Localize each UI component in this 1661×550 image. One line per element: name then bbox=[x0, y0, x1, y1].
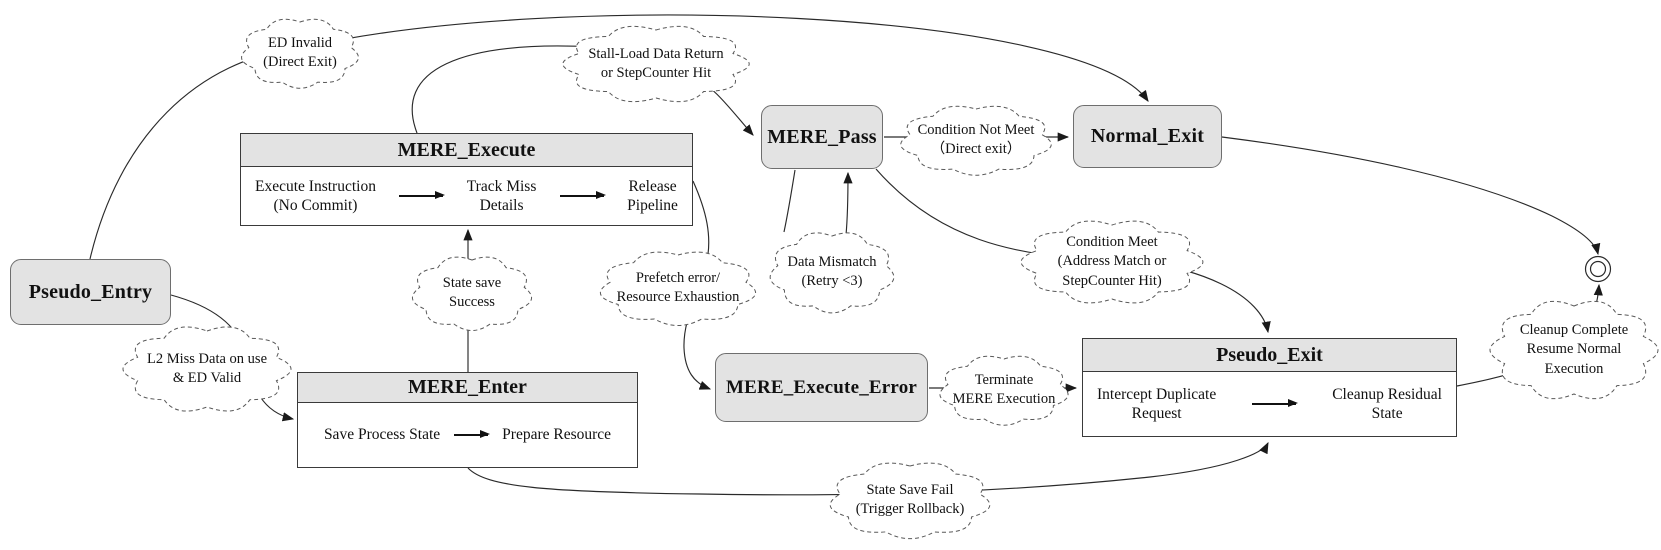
cloud-outline bbox=[829, 462, 991, 540]
cloud-condition-not-meet-label: Condition Not Meet （Direct exit） bbox=[917, 121, 1035, 157]
cloud-stall-load-label: Stall-Load Data Return or StepCounter Hi… bbox=[588, 45, 724, 81]
step-execute-instruction: Execute Instruction (No Commit) bbox=[255, 177, 376, 214]
cloud-ed-invalid: ED Invalid (Direct Exit) bbox=[241, 15, 359, 91]
cloud-outline bbox=[939, 355, 1069, 426]
cloud-terminate: Terminate MERE Execution bbox=[939, 352, 1069, 428]
cloud-outline bbox=[241, 18, 359, 89]
step-save-process-state: Save Process State bbox=[323, 426, 441, 444]
cloud-prefetch-error: Prefetch error/ Resource Exhaustion bbox=[600, 248, 756, 328]
cloud-outline bbox=[1489, 300, 1659, 400]
state-mere-execute-title: MERE_Execute bbox=[241, 134, 692, 167]
cloud-outline bbox=[769, 232, 895, 314]
cloud-outline bbox=[600, 251, 756, 326]
cloud-l2-miss-label: L2 Miss Data on use & ED Valid bbox=[146, 350, 267, 386]
cloud-data-mismatch: Data Mismatch (Retry <3) bbox=[769, 229, 895, 315]
step-track-miss-details: Track Miss Details bbox=[466, 177, 537, 214]
cloud-data-mismatch-label: Data Mismatch (Retry <3) bbox=[787, 253, 877, 289]
cloud-outline bbox=[562, 25, 750, 103]
state-normal-exit-label: Normal_Exit bbox=[1090, 125, 1205, 147]
state-pseudo-exit-body: Intercept Duplicate Request Cleanup Resi… bbox=[1083, 372, 1456, 436]
cloud-prefetch-error-label: Prefetch error/ Resource Exhaustion bbox=[616, 269, 740, 305]
right-arrow-icon bbox=[559, 189, 606, 201]
step-intercept-duplicate-request: Intercept Duplicate Request bbox=[1097, 385, 1217, 422]
state-mere-enter-title: MERE_Enter bbox=[298, 373, 637, 403]
state-pseudo-entry-label: Pseudo_Entry bbox=[28, 280, 153, 303]
edge-pass-retry-in bbox=[843, 171, 853, 236]
cloud-condition-meet: Condition Meet (Address Match or StepCou… bbox=[1020, 218, 1204, 306]
right-arrow-icon bbox=[399, 189, 446, 201]
cloud-terminate-label: Terminate MERE Execution bbox=[952, 371, 1056, 407]
cloud-outline bbox=[122, 326, 292, 412]
state-mere-execute-body: Execute Instruction (No Commit) Track Mi… bbox=[241, 167, 692, 225]
cloud-outline bbox=[1020, 220, 1204, 304]
state-mere-pass: MERE_Pass bbox=[761, 105, 883, 169]
step-release-pipeline: Release Pipeline bbox=[627, 177, 678, 214]
step-prepare-resource: Prepare Resource bbox=[502, 426, 612, 444]
cloud-condition-meet-label: Condition Meet (Address Match or StepCou… bbox=[1057, 234, 1167, 289]
cloud-state-save-fail: State Save Fail (Trigger Rollback) bbox=[829, 459, 991, 541]
edge-pass-retry-out bbox=[783, 169, 796, 233]
step-cleanup-residual-state: Cleanup Residual State bbox=[1332, 385, 1442, 422]
right-arrow-icon bbox=[1252, 397, 1299, 409]
state-mere-execute-error-label: MERE_Execute_Error bbox=[725, 376, 918, 398]
state-pseudo-exit: Pseudo_Exit Intercept Duplicate Request … bbox=[1082, 338, 1457, 437]
state-mere-execute-error: MERE_Execute_Error bbox=[715, 353, 928, 422]
cloud-outline bbox=[900, 105, 1052, 176]
cloud-condition-not-meet: Condition Not Meet （Direct exit） bbox=[900, 102, 1052, 178]
state-mere-enter-body: Save Process State Prepare Resource bbox=[298, 403, 637, 467]
cloud-l2-miss: L2 Miss Data on use & ED Valid bbox=[122, 324, 292, 414]
final-state-icon bbox=[1584, 255, 1612, 283]
state-pseudo-exit-title: Pseudo_Exit bbox=[1083, 339, 1456, 372]
state-mere-pass-label: MERE_Pass bbox=[767, 125, 877, 148]
cloud-state-save-success: State save Success bbox=[412, 253, 532, 333]
cloud-stall-load: Stall-Load Data Return or StepCounter Hi… bbox=[562, 23, 750, 105]
edge-normal-exit-to-final bbox=[1221, 136, 1601, 256]
cloud-cleanup-complete-label: Cleanup Complete Resume Normal Execution bbox=[1519, 322, 1629, 377]
cloud-outline bbox=[412, 256, 532, 331]
state-pseudo-entry: Pseudo_Entry bbox=[10, 259, 171, 325]
state-normal-exit: Normal_Exit bbox=[1073, 105, 1222, 168]
right-arrow-icon bbox=[454, 428, 491, 440]
cloud-state-save-fail-label: State Save Fail (Trigger Rollback) bbox=[855, 481, 965, 517]
cloud-ed-invalid-label: ED Invalid (Direct Exit) bbox=[263, 34, 337, 70]
state-mere-execute: MERE_Execute Execute Instruction (No Com… bbox=[240, 133, 693, 226]
cloud-state-save-success-label: State save Success bbox=[442, 274, 502, 310]
edge-entry-to-normal-exit bbox=[89, 14, 1149, 260]
cloud-cleanup-complete: Cleanup Complete Resume Normal Execution bbox=[1489, 299, 1659, 401]
state-mere-enter: MERE_Enter Save Process State Prepare Re… bbox=[297, 372, 638, 468]
